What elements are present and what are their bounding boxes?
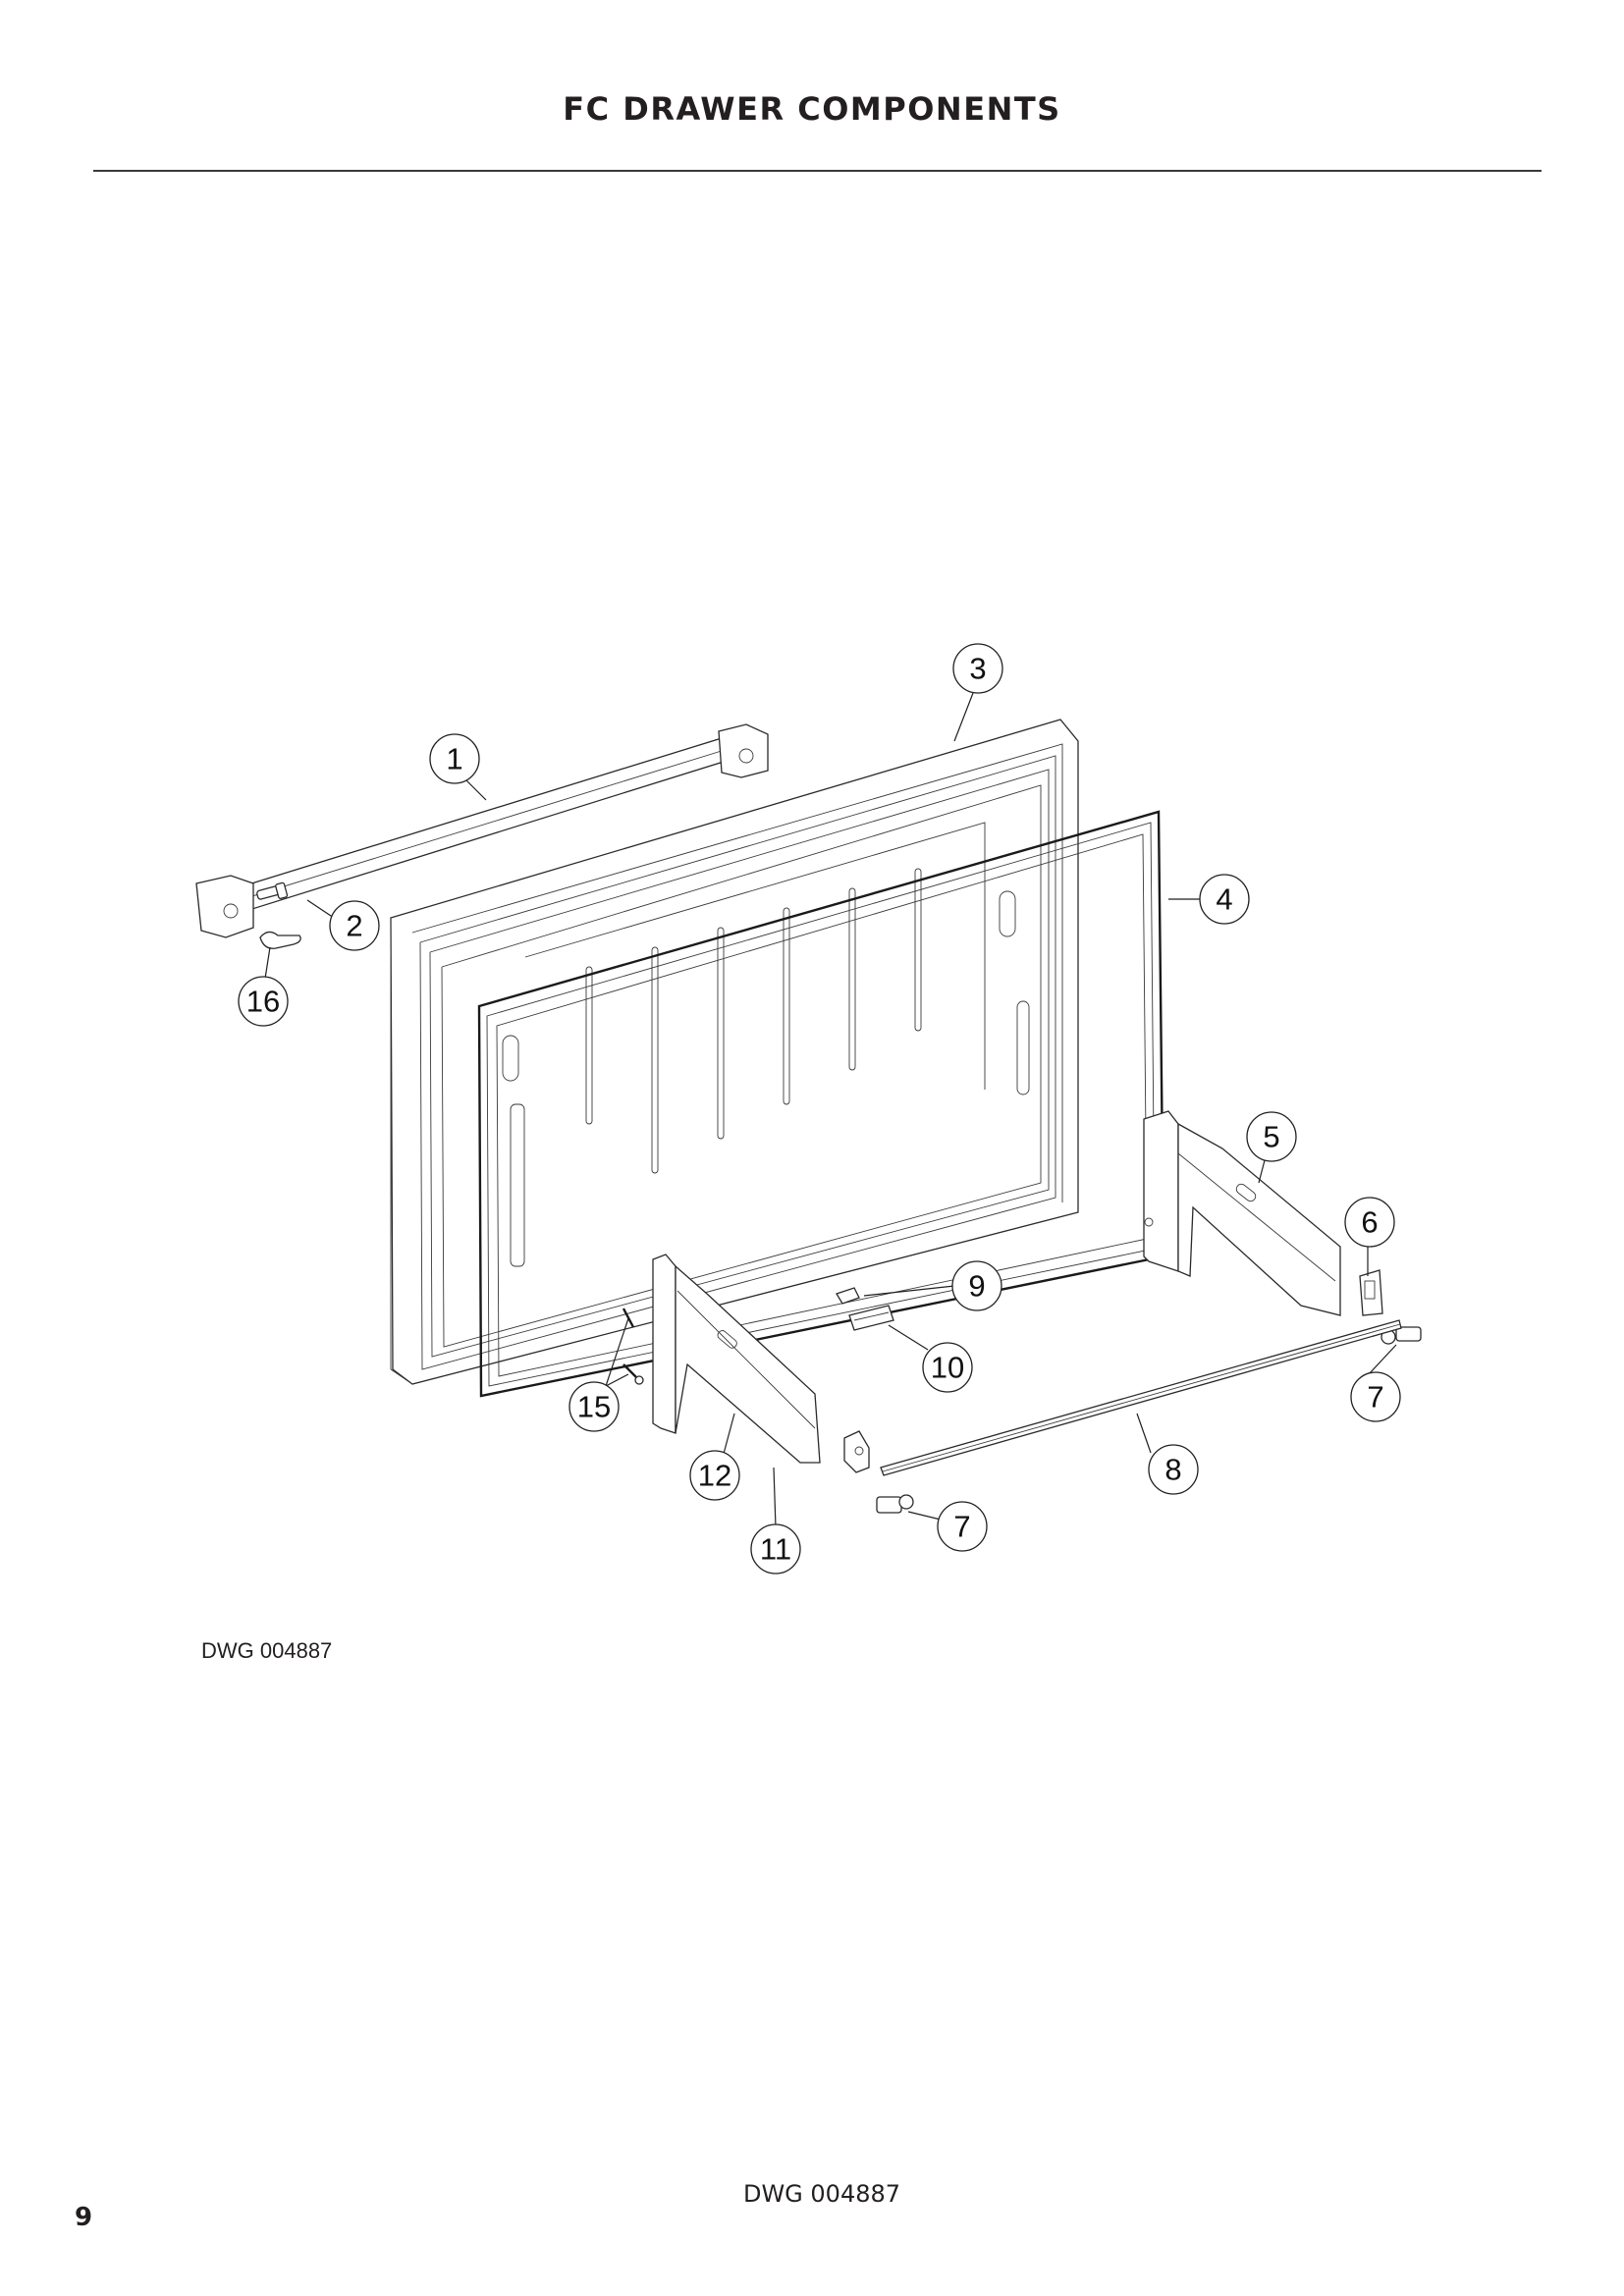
- callout-12: 12: [689, 1450, 740, 1501]
- callout-16: 16: [238, 976, 289, 1027]
- pad-part: [836, 1287, 860, 1305]
- callout-2: 2: [329, 900, 380, 951]
- callout-4: 4: [1199, 874, 1250, 925]
- drawing-reference: DWG 004887: [201, 1638, 333, 1663]
- right-slide-bracket-part: [1143, 1110, 1341, 1316]
- callout-label: 3: [969, 652, 986, 686]
- callout-label: 16: [246, 985, 280, 1019]
- handle-bar-part: [195, 723, 769, 938]
- callout-label: 6: [1361, 1205, 1378, 1240]
- callout-label: 4: [1216, 882, 1232, 917]
- leader-lines: [264, 692, 1397, 1528]
- callout-11: 11: [750, 1523, 801, 1575]
- callout-1: 1: [429, 733, 480, 784]
- callout-label: 7: [1367, 1380, 1383, 1415]
- callout-label: 2: [346, 909, 362, 943]
- handle-screw-part: [256, 881, 289, 900]
- callout-label: 15: [577, 1390, 611, 1424]
- handle-clip-part: [259, 931, 301, 949]
- callout-15: 15: [568, 1381, 620, 1432]
- callout-label: 5: [1263, 1120, 1279, 1154]
- callout-label: 9: [968, 1269, 985, 1304]
- callout-label: 10: [931, 1351, 964, 1385]
- roller-right-part: [1380, 1326, 1422, 1345]
- callout-label: 7: [953, 1510, 970, 1544]
- left-slide-bracket-part: [652, 1254, 821, 1464]
- connecting-rod-part: [880, 1319, 1402, 1476]
- callout-8: 8: [1148, 1444, 1199, 1495]
- callout-label: 8: [1164, 1453, 1181, 1487]
- slide-clip-right-part: [1359, 1269, 1383, 1316]
- callout-7-right: 7: [1350, 1371, 1401, 1422]
- callout-10: 10: [922, 1342, 973, 1393]
- page-number: 9: [75, 2203, 93, 2232]
- callout-label: 1: [446, 742, 462, 776]
- latch-part: [848, 1305, 894, 1331]
- slide-clip-left-part: [843, 1430, 870, 1473]
- callout-9: 9: [951, 1260, 1002, 1311]
- title-divider: [93, 170, 1542, 172]
- callout-6: 6: [1344, 1197, 1395, 1248]
- callout-5: 5: [1246, 1111, 1297, 1162]
- roller-left-part: [876, 1494, 914, 1514]
- drawer-door-frame-part: [390, 719, 1079, 1385]
- page-title: FC DRAWER COMPONENTS: [563, 90, 1061, 128]
- bracket-screws-part: [622, 1308, 644, 1385]
- callout-label: 11: [760, 1532, 791, 1567]
- callout-7-left: 7: [937, 1501, 988, 1552]
- callout-3: 3: [952, 643, 1003, 694]
- footer-drawing-reference: DWG 004887: [742, 2180, 901, 2208]
- callout-label: 12: [698, 1459, 731, 1493]
